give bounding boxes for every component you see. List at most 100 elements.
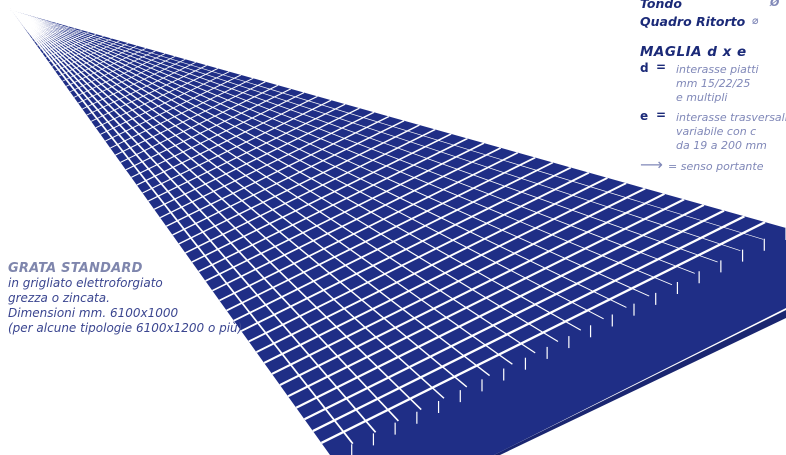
- mesh-key-e: e: [640, 109, 649, 123]
- grating-crossbar-line: [21, 17, 38, 24]
- grating-crossbar-line: [191, 133, 452, 263]
- grating-crossbar-line: [90, 64, 207, 122]
- grating-top-surface: [10, 8, 786, 455]
- grating-panel: [10, 8, 786, 455]
- grating-gap-line: [10, 8, 559, 343]
- grating-crossbar-line: [240, 166, 572, 332]
- grating-crossbar-line: [69, 50, 156, 93]
- grating-bars-side: [494, 310, 786, 455]
- grating-crossbar-line: [153, 107, 360, 210]
- grating-crossbar-line: [24, 20, 47, 30]
- grating-gap-line: [10, 9, 695, 274]
- grating-crossbar-line: [142, 99, 332, 194]
- grating-mesh: [10, 8, 786, 455]
- grating-gap-line: [10, 9, 741, 252]
- grating-gap-line: [10, 8, 627, 308]
- grating-crossbar-line: [125, 88, 292, 171]
- grating-crossbar-line: [82, 58, 186, 110]
- caption-line: grezza o zincata.: [8, 291, 110, 305]
- grating-crossbar-line: [136, 95, 318, 186]
- grating-crossbar-line: [248, 171, 590, 343]
- mesh-desc-e-line: da 19 a 200 mm: [676, 139, 767, 152]
- mesh-equals-d: =: [656, 60, 667, 74]
- grating-crossbar-line: [165, 115, 390, 227]
- grating-crossbar-line: [312, 215, 745, 433]
- grating-gap-line: [10, 8, 468, 388]
- bar-type-label: Tondo: [640, 0, 682, 11]
- grating-crossbar-line: [279, 192, 665, 386]
- grating-crossbar-line: [205, 142, 485, 282]
- grating-crossbar-line: [27, 21, 52, 33]
- grating-crossbar-line: [51, 38, 112, 67]
- grating-gap-line: [10, 9, 718, 263]
- caption-title: GRATA STANDARD: [8, 261, 143, 276]
- grating-crossbar-line: [287, 198, 685, 398]
- grating-crossbar-line: [62, 45, 138, 82]
- grating-crossbar-line: [130, 92, 305, 178]
- grating-crossbar-line: [19, 16, 34, 22]
- grating-crossbar-line: [172, 120, 405, 236]
- grating-crossbar-line: [184, 128, 436, 254]
- grating-crossbar-line: [73, 53, 166, 98]
- grating-gap-line: [10, 8, 582, 331]
- grating-gap-line: [10, 8, 422, 411]
- grating-gap-line: [10, 8, 604, 320]
- grating-crossbar-line: [295, 203, 705, 409]
- mesh-desc-d-line: e multipli: [676, 91, 728, 104]
- twisted-square-bar-icon: ⌀: [752, 14, 759, 27]
- grating-crossbar-line: [31, 24, 63, 39]
- mesh-desc-d-line: interasse piatti: [676, 63, 759, 76]
- grating-gap-line: [10, 8, 445, 399]
- grating-crossbar-line: [178, 124, 420, 245]
- grating-crossbar-line: [58, 42, 129, 77]
- grating-crossbar-line: [212, 147, 502, 292]
- caption-line: in grigliato elettroforgiato: [8, 276, 163, 290]
- round-bar-icon: Ø: [770, 0, 780, 9]
- grating-crossbar-line: [36, 28, 76, 46]
- grating-crossbar-line: [77, 56, 176, 104]
- grating-crossbar-line: [226, 156, 536, 312]
- grating-gap-line: [10, 8, 399, 422]
- mesh-equals-e: =: [656, 108, 667, 122]
- grating-crossbar-line: [271, 187, 646, 375]
- grating-crossbar-line: [34, 26, 69, 43]
- load-direction-label: = senso portante: [668, 160, 764, 173]
- grating-crossbar-line: [110, 77, 254, 149]
- grating-crossbar-line: [10, 8, 12, 11]
- grating-gap-line: [10, 8, 513, 365]
- mesh-title: MAGLIA d x e: [640, 44, 747, 60]
- grating-crossbar-line: [115, 81, 266, 156]
- caption-line: (per alcune tipologie 6100x1200 o più): [8, 321, 243, 335]
- mesh-desc-d-line: mm 15/22/25: [676, 77, 751, 90]
- load-direction-arrow-icon: ⟶: [640, 155, 663, 174]
- mesh-desc-e-line: interasse trasversali: [676, 111, 786, 124]
- grating-crossbar-line: [198, 137, 468, 273]
- grating-crossbar-line: [13, 12, 20, 14]
- caption-line: Dimensioni mm. 6100x1000: [8, 306, 179, 320]
- grating-crossbar-line: [159, 111, 375, 219]
- grating-gap-line: [10, 9, 764, 240]
- mesh-desc-e-line: variabile con c: [676, 125, 757, 138]
- bar-type-quadro-ritorto: Quadro Ritorto ⌀: [640, 14, 759, 29]
- grating-crossbar-line: [147, 103, 346, 202]
- grating-crossbar-line: [233, 161, 554, 322]
- grating-crossbar-line: [120, 84, 279, 163]
- grating-crossbar-line: [42, 31, 89, 54]
- grating-crossbar-line: [320, 221, 766, 444]
- grating-gap-line: [10, 8, 354, 445]
- grating-crossbar-line: [55, 40, 120, 72]
- grating-crossbar-line: [15, 13, 23, 16]
- product-caption: GRATA STANDARD in grigliato elettroforgi…: [8, 261, 242, 336]
- grating-crossbar-line: [48, 36, 104, 63]
- grating-crossbar-line: [105, 74, 242, 142]
- grating-gap-line: [10, 8, 536, 354]
- grating-crossbar-line: [17, 15, 30, 20]
- grating-crossbar-line: [263, 182, 627, 364]
- grating-crossbar-line: [45, 33, 97, 58]
- grating-crossbar-line: [22, 18, 42, 27]
- grating-crossbar-line: [65, 47, 147, 87]
- grating-gap-line: [10, 8, 377, 433]
- grating-crossbar-line: [39, 29, 82, 50]
